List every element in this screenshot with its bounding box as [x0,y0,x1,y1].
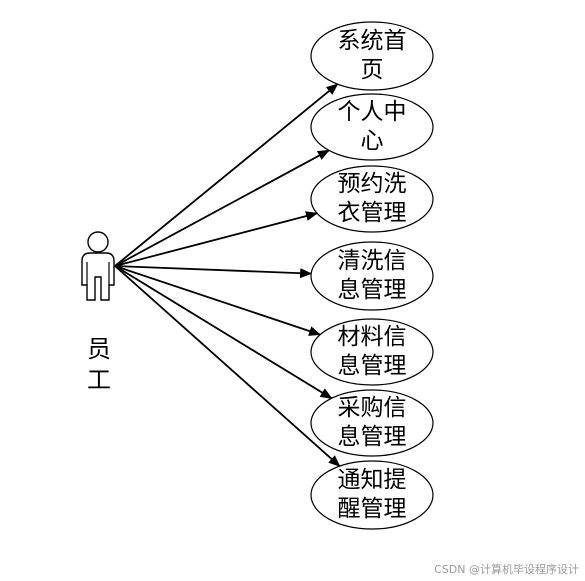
use-case-ellipse [310,460,434,530]
actor-body [81,252,115,301]
associations [114,83,341,467]
use-case-ellipse [310,389,434,457]
actor-figure [81,231,115,301]
use-case-ellipse [310,241,434,311]
use-case-label: 个人中心 [337,99,407,154]
association-arrow [114,149,330,267]
association-arrow [114,265,341,467]
association-arrow [114,83,339,267]
use-case-ellipse [310,93,434,161]
watermark: CSDN @计算机毕设程序设计 [434,563,579,576]
use-case-label: 清洗信息管理 [337,248,407,303]
use-case-label: 系统首页 [337,28,407,83]
use-case-ellipse [310,21,434,91]
use-case-label: 预约洗衣管理 [337,171,407,226]
association-arrow [114,265,313,279]
actor-head [87,231,109,253]
use-case-label: 材料信息管理 [337,324,407,379]
association-arrow [114,265,322,336]
use-case-label: 通知提醒管理 [337,467,407,522]
use-case-label: 采购信息管理 [337,395,407,450]
association-arrow [114,265,333,400]
use-case-ellipse [310,318,434,386]
association-arrow [114,211,318,267]
actor-label: 员工 [87,335,111,394]
use-case-ellipse [310,165,434,233]
use-case-ellipses [310,21,434,530]
